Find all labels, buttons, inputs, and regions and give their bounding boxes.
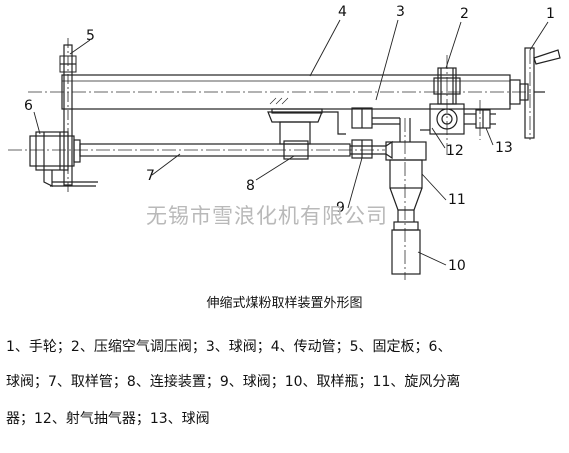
sampling-bottle <box>391 221 421 275</box>
callout-5: 5 <box>86 28 95 44</box>
callout-4: 4 <box>338 4 347 20</box>
leader-lines <box>33 19 549 266</box>
legend-line-3: 器；12、射气抽气器；13、球阀 <box>6 411 210 427</box>
ball-valve-3 <box>351 107 400 129</box>
callout-9: 9 <box>336 200 345 216</box>
legend-line-1: 1、手轮；2、压缩空气调压阀；3、球阀；4、传动管；5、固定板；6、 <box>6 339 452 355</box>
figure-caption: 伸缩式煤粉取样装置外形图 <box>206 296 363 311</box>
callout-10: 10 <box>448 258 466 274</box>
hatching <box>269 97 289 105</box>
device-drawing: 1 2 3 4 5 6 7 8 9 10 11 12 13 <box>8 4 561 280</box>
ball-valve-13 <box>475 109 496 129</box>
callout-3: 3 <box>396 4 405 20</box>
callout-11: 11 <box>448 192 466 208</box>
air-regulator-valve <box>433 67 461 105</box>
legend-line-2: 球阀；7、取样管；8、连接装置；9、球阀；10、取样瓶；11、旋风分离 <box>6 374 461 390</box>
callout-8: 8 <box>246 178 255 194</box>
callout-2: 2 <box>460 6 469 22</box>
centerlines <box>8 50 545 280</box>
hand-wheel <box>509 47 561 139</box>
callout-1: 1 <box>546 6 555 22</box>
callout-6: 6 <box>24 98 33 114</box>
callout-12: 12 <box>446 143 464 159</box>
connecting-device <box>267 108 346 160</box>
callout-7: 7 <box>146 168 155 184</box>
callout-13: 13 <box>495 140 513 156</box>
ball-valve-left <box>29 131 98 187</box>
sampling-tube <box>79 143 351 157</box>
cyclone-separator <box>385 118 427 222</box>
watermark-text: 无锡市雪浪化机有限公司 <box>146 204 388 228</box>
